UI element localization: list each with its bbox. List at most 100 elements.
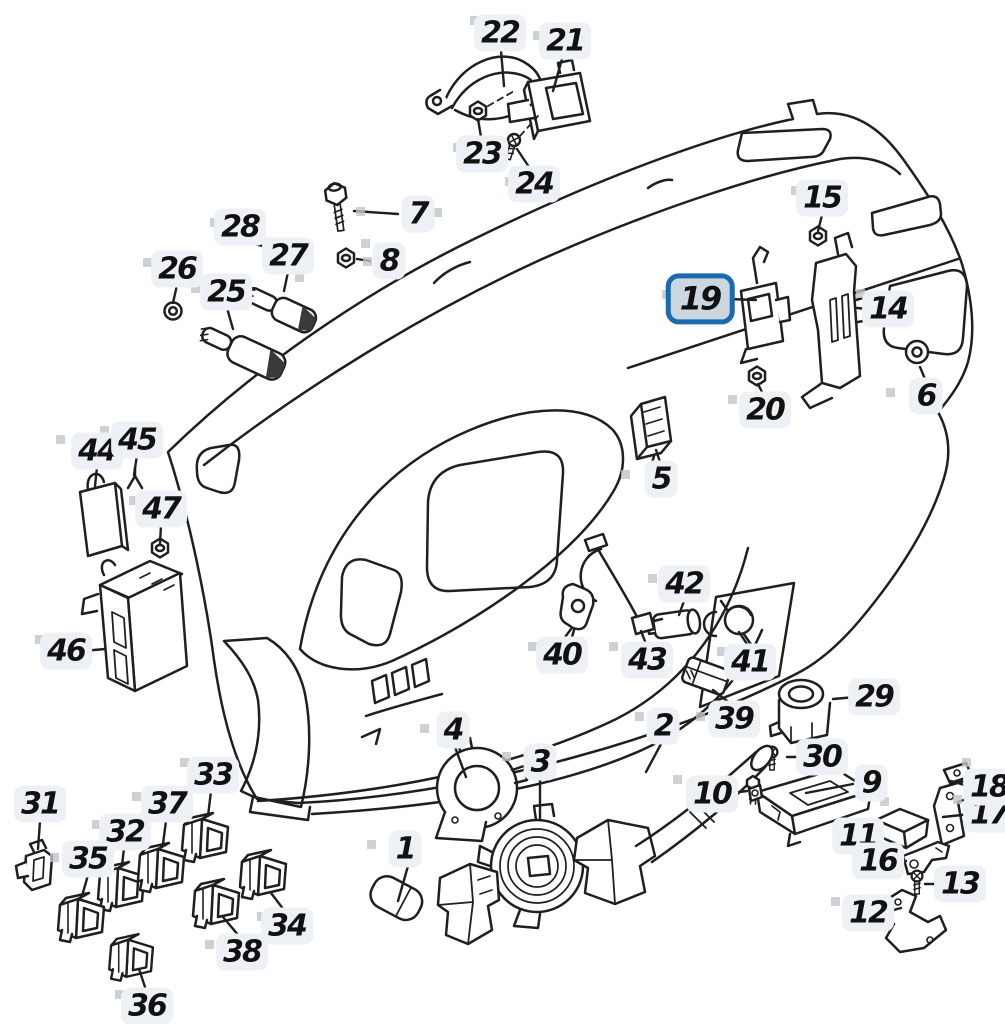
part-19-module xyxy=(739,245,792,365)
leader-line-36 xyxy=(137,967,148,992)
watermark-square xyxy=(35,635,44,644)
part-label-15[interactable]: 15 xyxy=(796,179,848,217)
part-label-26[interactable]: 26 xyxy=(151,250,203,288)
part-label-45[interactable]: 45 xyxy=(111,421,163,459)
watermark-square xyxy=(420,724,429,733)
part-29-switch xyxy=(768,678,832,745)
part-label-19[interactable]: 19 xyxy=(665,273,735,325)
watermark-square xyxy=(129,496,138,505)
part-label-13[interactable]: 13 xyxy=(934,865,986,903)
leader-line-37 xyxy=(161,819,168,846)
watermark-square xyxy=(205,940,214,949)
part-label-47[interactable]: 47 xyxy=(135,490,187,528)
watermark-square xyxy=(831,897,840,906)
part-label-4[interactable]: 4 xyxy=(436,711,470,749)
part-label-39[interactable]: 39 xyxy=(708,700,760,738)
part-label-23[interactable]: 23 xyxy=(456,135,508,173)
watermark-square xyxy=(621,470,630,479)
part-label-29[interactable]: 29 xyxy=(848,678,900,716)
part-label-8[interactable]: 8 xyxy=(372,242,406,280)
watermark-square xyxy=(673,775,682,784)
part-31-switch xyxy=(14,838,54,892)
leader-line-25 xyxy=(225,306,235,331)
watermark-square xyxy=(717,647,726,656)
dashboard-outline xyxy=(166,98,974,822)
part-label-33[interactable]: 33 xyxy=(187,756,239,794)
part-label-40[interactable]: 40 xyxy=(536,636,588,674)
part-label-28[interactable]: 28 xyxy=(214,208,266,246)
watermark-square xyxy=(56,435,65,444)
part-label-6[interactable]: 6 xyxy=(909,377,943,415)
part-26-grommet xyxy=(163,301,183,321)
part-label-16[interactable]: 16 xyxy=(852,842,904,880)
part-8-nut xyxy=(336,247,356,269)
part-label-41[interactable]: 41 xyxy=(724,643,776,681)
watermark-square xyxy=(295,273,304,282)
part-label-7[interactable]: 7 xyxy=(401,195,435,233)
part-label-9[interactable]: 9 xyxy=(854,764,888,802)
watermark-square xyxy=(50,853,59,862)
watermark-square xyxy=(696,712,705,721)
part-label-38[interactable]: 38 xyxy=(216,933,268,971)
watermark-square xyxy=(100,426,109,435)
part-label-10[interactable]: 10 xyxy=(686,775,738,813)
leader-line-38 xyxy=(221,915,241,938)
watermark-square xyxy=(880,797,889,806)
part-2-combination-switch xyxy=(572,744,774,906)
part-43-clip xyxy=(630,611,664,636)
watermark-square xyxy=(856,289,865,298)
part-label-32[interactable]: 32 xyxy=(99,813,151,851)
part-label-12[interactable]: 12 xyxy=(842,894,894,932)
watermark-square xyxy=(367,840,376,849)
part-label-30[interactable]: 30 xyxy=(796,738,848,776)
watermark-square xyxy=(953,795,962,804)
leader-line-2 xyxy=(644,742,663,774)
watermark-square xyxy=(92,820,101,829)
part-23-nut xyxy=(468,89,517,122)
watermark-square xyxy=(361,239,370,248)
part-5-switch xyxy=(629,395,673,472)
watermark-square xyxy=(180,758,189,767)
leader-line-35 xyxy=(80,873,90,898)
watermark-square xyxy=(648,574,657,583)
watermark-square xyxy=(962,758,971,767)
part-label-37[interactable]: 37 xyxy=(141,785,193,823)
part-label-21[interactable]: 21 xyxy=(539,22,591,60)
part-label-22[interactable]: 22 xyxy=(474,14,526,52)
part-4-sensor-ring xyxy=(434,736,529,843)
watermark-square xyxy=(132,792,141,801)
part-label-1[interactable]: 1 xyxy=(388,830,422,868)
leader-line-44 xyxy=(93,465,99,488)
part-label-25[interactable]: 25 xyxy=(200,273,252,311)
part-label-14[interactable]: 14 xyxy=(862,290,914,328)
part-label-34[interactable]: 34 xyxy=(261,907,313,945)
part-39-sensor xyxy=(681,656,731,696)
leader-line-32 xyxy=(120,846,126,868)
part-label-46[interactable]: 46 xyxy=(40,632,92,670)
watermark-square xyxy=(533,31,542,40)
part-label-2[interactable]: 2 xyxy=(646,707,680,745)
watermark-square xyxy=(363,257,372,266)
watermark-square xyxy=(791,186,800,195)
part-42-lighter xyxy=(646,608,718,640)
part-label-36[interactable]: 36 xyxy=(121,987,173,1024)
part-1-wiper-switch xyxy=(369,862,501,946)
leader-line-6 xyxy=(918,365,927,381)
part-label-42[interactable]: 42 xyxy=(658,565,710,603)
watermark-square xyxy=(609,642,618,651)
part-label-27[interactable]: 27 xyxy=(262,237,314,275)
part-label-43[interactable]: 43 xyxy=(621,641,673,679)
leader-line-42 xyxy=(677,599,686,617)
part-label-18[interactable]: 18 xyxy=(963,768,1005,806)
part-label-31[interactable]: 31 xyxy=(14,785,66,823)
leader-line-15 xyxy=(816,213,824,233)
part-24-screw xyxy=(500,115,539,163)
part-label-5[interactable]: 5 xyxy=(644,460,678,498)
leader-line-22 xyxy=(499,49,506,88)
part-label-24[interactable]: 24 xyxy=(508,165,560,203)
part-label-3[interactable]: 3 xyxy=(523,743,557,781)
part-label-20[interactable]: 20 xyxy=(739,391,791,429)
part-label-35[interactable]: 35 xyxy=(62,840,114,878)
